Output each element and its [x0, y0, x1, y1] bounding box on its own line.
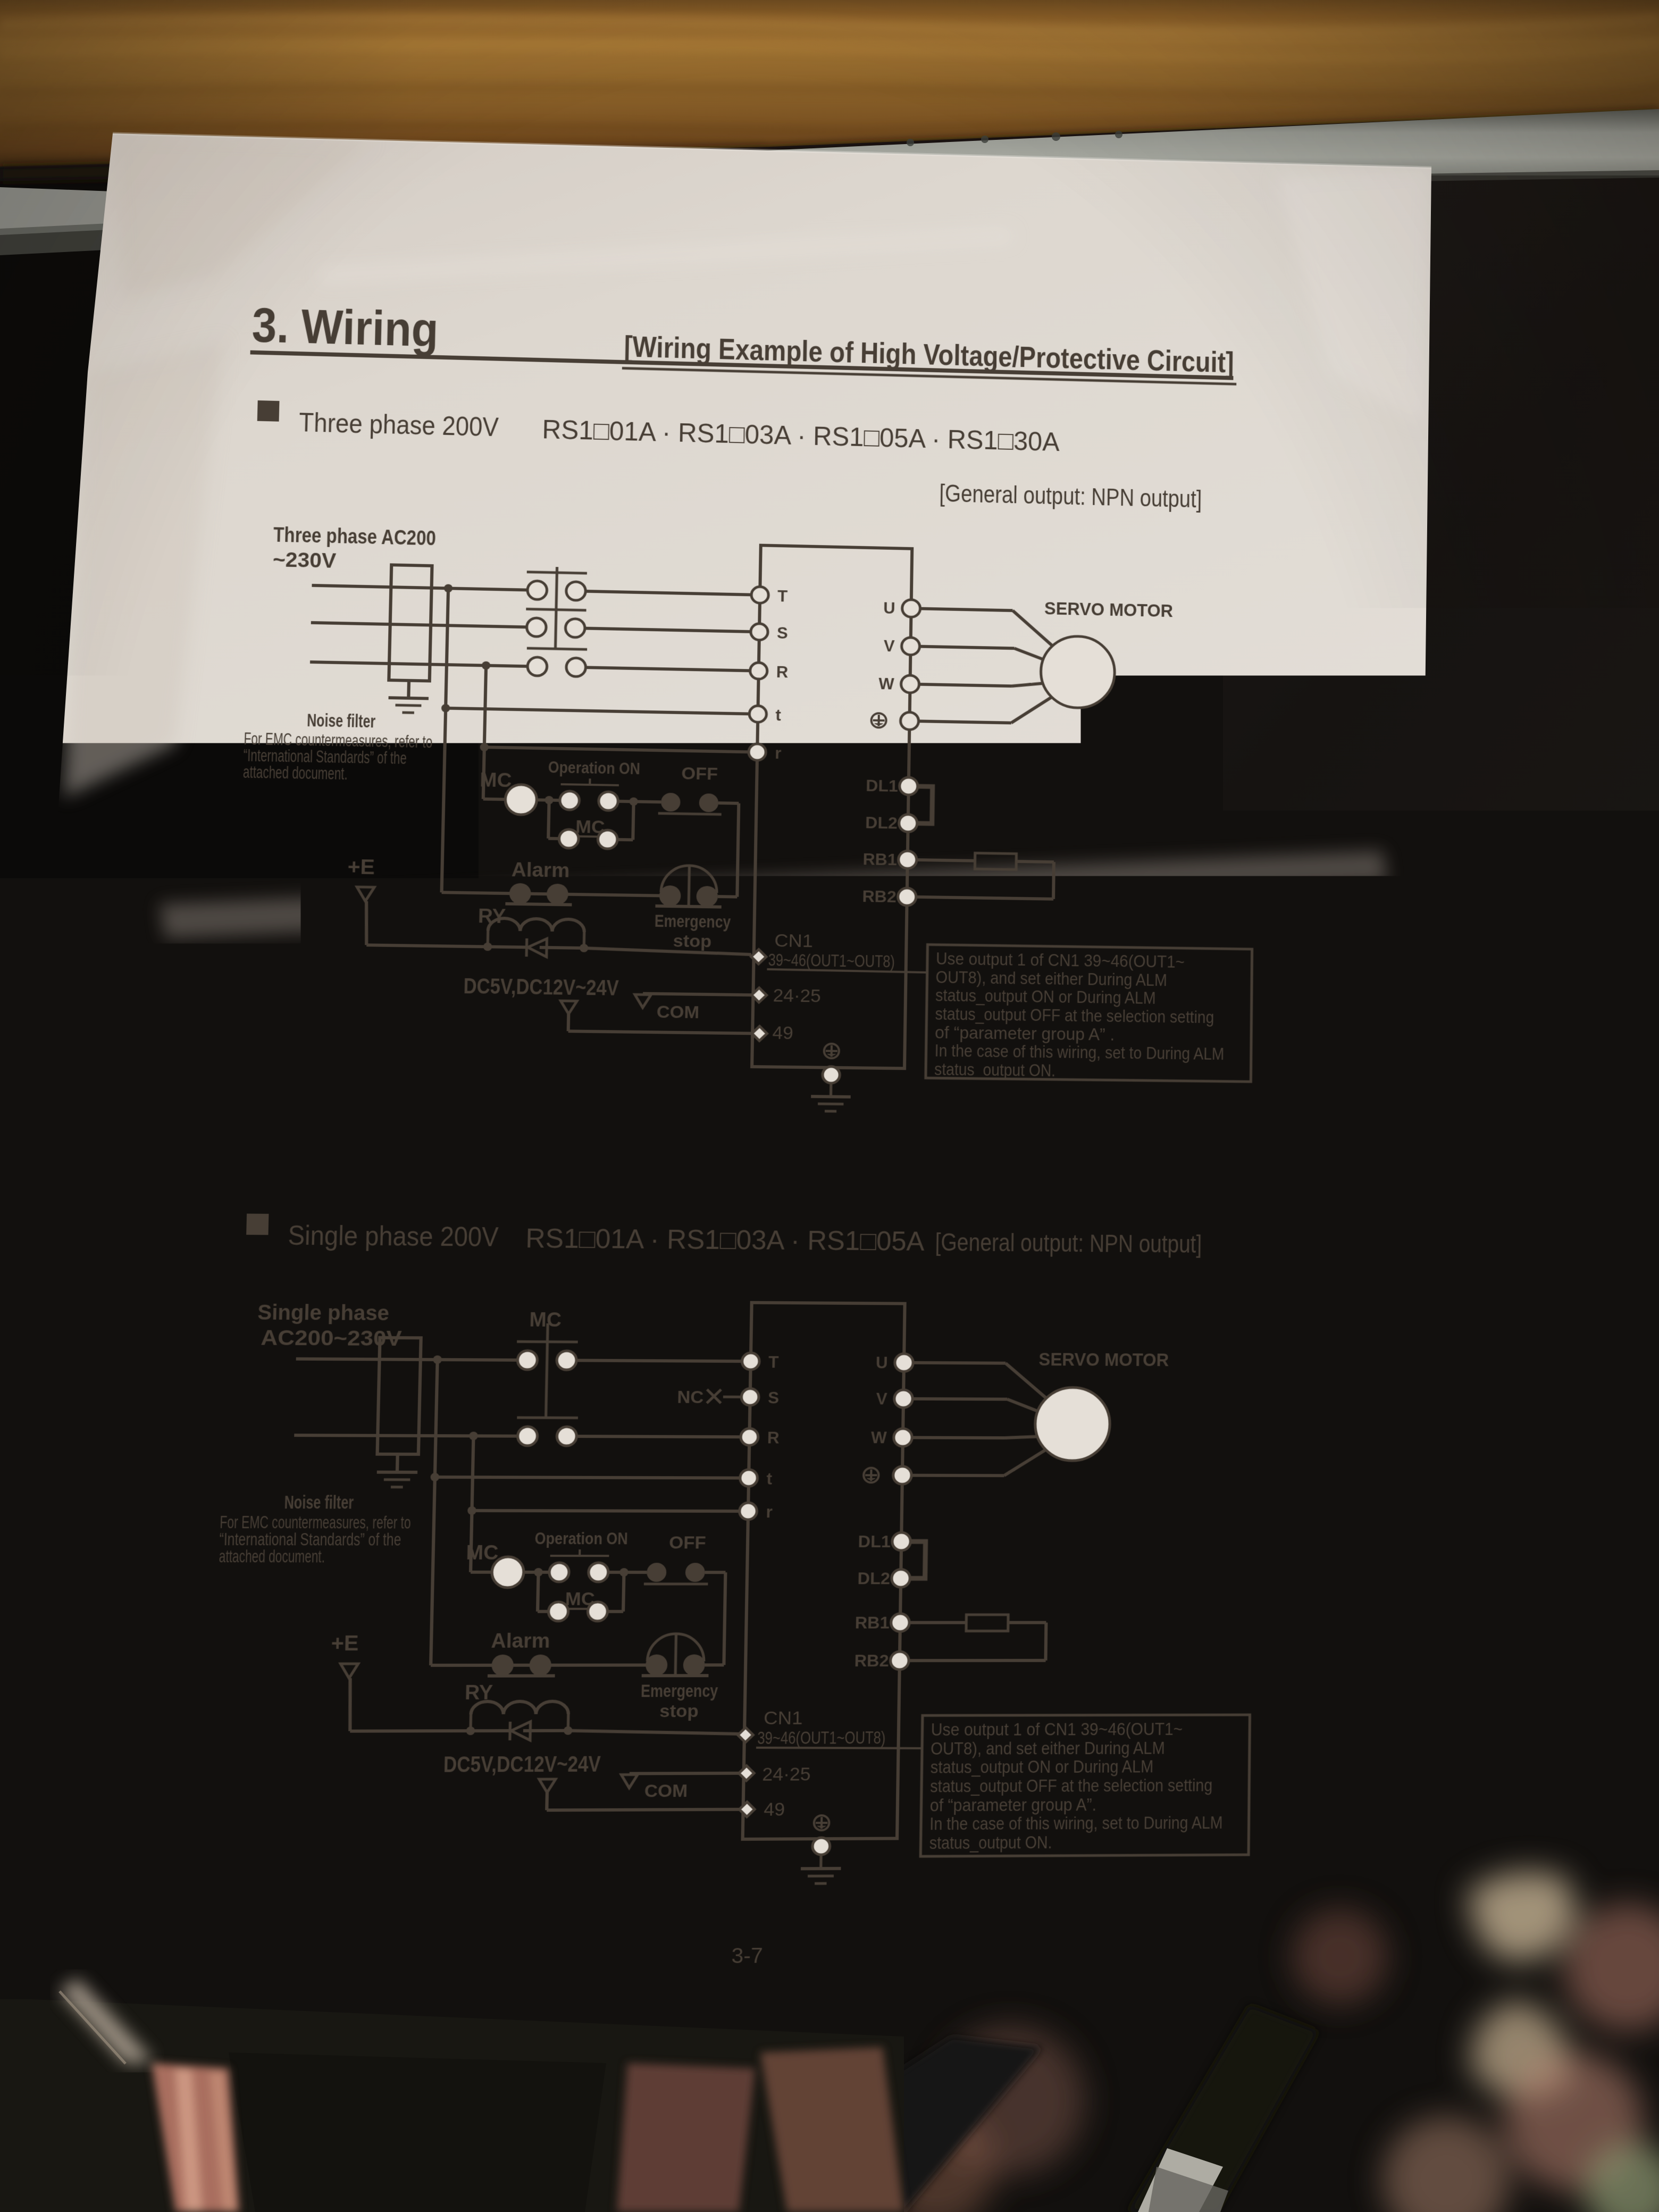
svg-text:Single phase: Single phase [257, 1301, 390, 1325]
svg-text:RB2: RB2 [862, 887, 896, 906]
svg-text:Emergency: Emergency [641, 1681, 718, 1701]
svg-text:+E: +E [347, 856, 375, 879]
svg-text:3. Wiring: 3. Wiring [252, 298, 439, 357]
svg-text:t: t [766, 1470, 772, 1488]
svg-text:[General output: NPN output]: [General output: NPN output] [939, 480, 1202, 514]
svg-text:Noise filter: Noise filter [307, 709, 376, 732]
svg-text:COM: COM [657, 1002, 700, 1022]
svg-text:W: W [878, 675, 895, 693]
svg-text:Operation ON: Operation ON [534, 1529, 628, 1548]
svg-text:49: 49 [772, 1023, 793, 1043]
svg-text:RS1□01A · RS1□03A · RS1□05A: RS1□01A · RS1□03A · RS1□05A [525, 1222, 925, 1256]
svg-text:R: R [767, 1429, 780, 1447]
svg-text:MC: MC [466, 1542, 499, 1564]
svg-text:status_output ON or During ALM: status_output ON or During ALM [931, 1757, 1154, 1777]
svg-text:U: U [883, 599, 895, 617]
svg-text:Use output 1 of CN1 39~46(OUT1: Use output 1 of CN1 39~46(OUT1~ [931, 1719, 1183, 1739]
svg-text:DL2: DL2 [857, 1569, 890, 1588]
svg-text:V: V [884, 637, 895, 655]
svg-text:T: T [777, 587, 788, 605]
svg-text:MC: MC [529, 1309, 562, 1331]
svg-text:T: T [768, 1353, 779, 1371]
svg-text:RB1: RB1 [862, 850, 897, 869]
svg-text:attached document.: attached document. [219, 1546, 325, 1566]
svg-text:r: r [766, 1503, 773, 1521]
svg-text:+E: +E [331, 1632, 359, 1655]
svg-text:Noise filter: Noise filter [284, 1492, 354, 1513]
svg-text:status_output ON.: status_output ON. [934, 1059, 1055, 1080]
svg-text:U: U [876, 1353, 888, 1372]
svg-text:V: V [876, 1389, 888, 1408]
svg-text:CN1: CN1 [764, 1707, 803, 1729]
svg-text:SERVO MOTOR: SERVO MOTOR [1038, 1350, 1169, 1370]
svg-text:In the case of this wiring, se: In the case of this wiring, set to Durin… [929, 1813, 1223, 1833]
svg-text:DC5V,DC12V~24V: DC5V,DC12V~24V [443, 1751, 601, 1777]
svg-text:stop: stop [659, 1701, 699, 1721]
svg-text:24·25: 24·25 [762, 1764, 811, 1784]
svg-text:S: S [777, 624, 788, 642]
svg-text:status_output ON.: status_output ON. [929, 1832, 1052, 1853]
svg-text:CN1: CN1 [774, 930, 813, 951]
svg-text:RB2: RB2 [854, 1651, 889, 1670]
svg-text:OFF: OFF [681, 764, 718, 784]
svg-text:24·25: 24·25 [773, 986, 821, 1006]
svg-text:stop: stop [673, 931, 711, 951]
svg-text:COM: COM [644, 1781, 688, 1802]
svg-text:DL1: DL1 [858, 1532, 891, 1551]
svg-text:of “parameter group A” .: of “parameter group A” . [935, 1023, 1115, 1044]
svg-text:Alarm: Alarm [491, 1630, 550, 1652]
svg-text:Operation ON: Operation ON [548, 758, 641, 778]
svg-text:Single phase 200V: Single phase 200V [288, 1220, 499, 1252]
svg-text:Three phase 200V: Three phase 200V [299, 407, 499, 442]
svg-text:attached document.: attached document. [243, 762, 348, 783]
svg-text:SERVO MOTOR: SERVO MOTOR [1044, 599, 1173, 621]
svg-text:Alarm: Alarm [511, 859, 569, 882]
svg-text:OUT8), and set either During A: OUT8), and set either During ALM [931, 1738, 1165, 1758]
svg-text:~230V: ~230V [273, 548, 337, 573]
svg-text:OFF: OFF [669, 1532, 706, 1553]
svg-text:DL2: DL2 [865, 813, 898, 832]
svg-text:W: W [871, 1428, 887, 1447]
svg-text:DC5V,DC12V~24V: DC5V,DC12V~24V [463, 974, 619, 1000]
svg-text:S: S [768, 1388, 780, 1407]
svg-text:[General output: NPN output]: [General output: NPN output] [935, 1229, 1202, 1259]
svg-text:DL1: DL1 [866, 776, 898, 795]
svg-text:39~46(OUT1~OUT8): 39~46(OUT1~OUT8) [757, 1728, 886, 1748]
svg-text:RS1□01A · RS1□03A · RS1□05A ·: RS1□01A · RS1□03A · RS1□05A · RS1□30A [542, 414, 1060, 457]
svg-text:RB1: RB1 [855, 1613, 890, 1632]
svg-text:Three phase AC200: Three phase AC200 [273, 523, 437, 550]
svg-text:R: R [776, 663, 789, 681]
svg-text:of “parameter group A”.: of “parameter group A”. [930, 1795, 1097, 1815]
svg-text:t: t [775, 706, 781, 724]
svg-text:3-7: 3-7 [731, 1944, 763, 1968]
svg-text:Emergency: Emergency [655, 911, 731, 932]
svg-text:status_output OFF at the selec: status_output OFF at the selection setti… [930, 1775, 1212, 1796]
svg-text:r: r [775, 744, 782, 762]
svg-text:39~46(OUT1~OUT8): 39~46(OUT1~OUT8) [768, 950, 895, 971]
svg-text:MC: MC [480, 769, 512, 792]
svg-text:49: 49 [764, 1799, 785, 1820]
svg-text:NC: NC [677, 1387, 704, 1407]
